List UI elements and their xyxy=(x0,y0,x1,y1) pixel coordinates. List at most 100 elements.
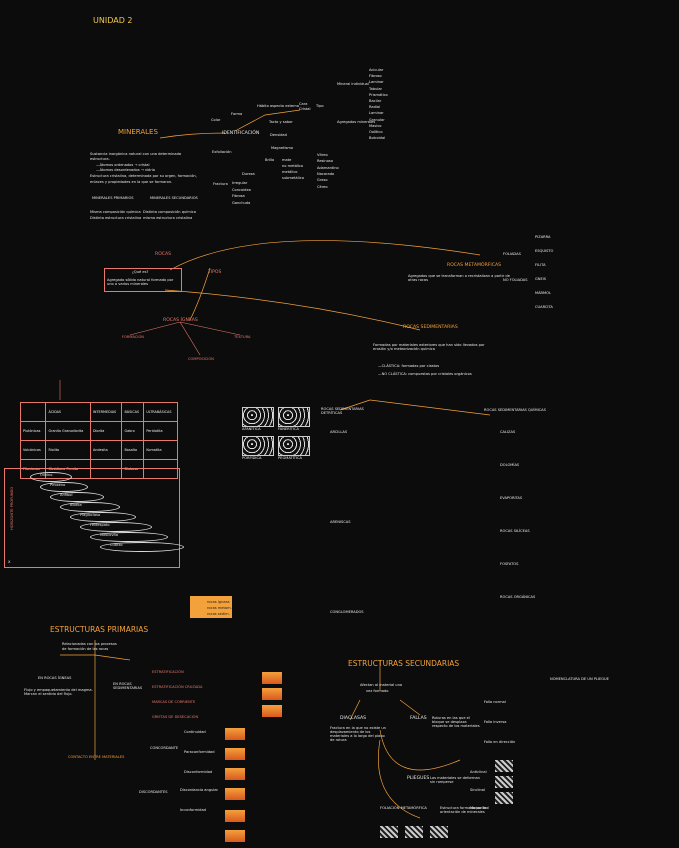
habito-tipo: Tipo xyxy=(316,104,324,108)
minerales-def-5: enlaces y propiedades en la que se forma… xyxy=(90,180,173,184)
table-cell xyxy=(143,459,178,479)
prop-brillo: Brillo xyxy=(265,158,275,162)
bowen-ellipse xyxy=(100,542,184,552)
strata-graphic xyxy=(262,705,282,717)
chemical-item: ROCAS SILÍCEAS xyxy=(500,529,530,533)
ig-col-formacion: FORMACIÓN xyxy=(122,335,144,339)
fault-type: Falla en dirección xyxy=(484,740,516,744)
es-foliacion: FOLIACIÓN METAMÓRFICA xyxy=(380,806,427,810)
table-cell: Basalto xyxy=(121,440,145,460)
habito-list-item: Radial xyxy=(369,105,381,110)
bowen-ellipse xyxy=(30,472,72,482)
strat-item: ESTRATIFICACIÓN CRUZADA xyxy=(152,685,203,689)
legend-2: rocas sedim. xyxy=(207,612,230,616)
hab-group-1: Agregados minerales xyxy=(337,120,376,124)
es-pliegues-def: Los materiales se deforman sin romperse xyxy=(430,776,480,785)
minerales-def-4: Estructura cristalina, determinada por s… xyxy=(90,174,197,178)
es-title: ESTRUCTURAS SECUNDARIAS xyxy=(348,659,460,668)
rocas-sed-title: ROCAS SEDIMENTARIAS xyxy=(403,325,458,330)
ep-contactos: CONTACTO ENTRE MATERIALES xyxy=(68,755,125,759)
meta-rock-item: PIZARRA xyxy=(535,235,551,239)
minerales-def-2: —Átomos ordenados → cristal xyxy=(96,163,150,167)
strata-graphic xyxy=(225,830,245,842)
mineral-type-primary-desc2: Distinta estructura cristalina xyxy=(90,216,142,220)
habito-list-item: Botroidal xyxy=(369,136,386,141)
table-cell: Gabro xyxy=(121,421,145,441)
prop-fractura: Fractura xyxy=(213,182,228,186)
meta-rock-item: GNEIS xyxy=(535,277,547,281)
brillo-list-item: Céreo xyxy=(317,184,328,189)
table-header-cell: BÁSICAS xyxy=(121,402,145,422)
texture-label: PEGMATÍTICA xyxy=(278,456,302,460)
table-cell: Granito Granodiorita xyxy=(45,421,91,441)
sed-class-1: —NO CLÁSTICA: compuestas por cristales o… xyxy=(378,372,472,376)
table-header-cell xyxy=(19,402,47,422)
structure-graphic xyxy=(495,792,513,804)
ep-sed-title: EN ROCAS SEDIMENTARIAS xyxy=(113,682,143,691)
table-header-cell: INTERMEDIAS xyxy=(89,402,123,422)
table-cell: Diorita xyxy=(89,421,123,441)
structure-graphic xyxy=(430,826,448,838)
fractura-item: Fibrosa xyxy=(232,194,245,198)
texture-label: AFANÍTICA xyxy=(242,427,261,431)
rocas-sed-def: Formadas por materiales exteriores que h… xyxy=(373,343,485,352)
bowen-mineral: Feldespato xyxy=(90,523,110,527)
texture-swatch xyxy=(278,407,310,427)
fault-type: Falla inversa xyxy=(484,720,507,724)
concordant-item: Continuidad xyxy=(184,730,206,734)
ep-discordantes: DISCORDANTES xyxy=(139,790,168,794)
hab-group-0: Mineral individual xyxy=(337,82,369,86)
minerales-title: MINERALES xyxy=(118,128,158,136)
meta-rock-item: FILITA xyxy=(535,263,546,267)
habito-cristal: Cristal xyxy=(299,107,311,111)
table-header-row: ÁCIDAS INTERMEDIAS BÁSICAS ULTRABÁSICAS xyxy=(19,402,178,422)
rocas-def: Agregado sólido natural formado por uno … xyxy=(107,278,174,287)
habito-list-item: Laminar xyxy=(369,111,384,116)
minerales-def-0: Sustancia inorgánica natural con una det… xyxy=(90,152,182,156)
ig-col-textura: TEXTURA xyxy=(234,335,251,339)
structure-graphic xyxy=(495,776,513,788)
table-cell: Andesita xyxy=(89,440,123,460)
sed-class-0: —CLÁSTICA: formadas por clastos xyxy=(378,364,440,368)
prop-dureza: Dureza xyxy=(242,172,255,176)
habito-list-item: Laminar xyxy=(369,80,384,85)
brillo-list-item: Nacarado xyxy=(317,171,335,176)
fractura-item: Concoidea xyxy=(232,187,251,192)
brillo-list-item: Adamantino xyxy=(317,165,339,170)
rocas-title: ROCAS xyxy=(155,252,172,257)
table-cell: Diabasa xyxy=(121,459,145,479)
fold-type: Monoclinal xyxy=(470,806,490,810)
strata-graphic xyxy=(225,810,245,822)
brillo-type: no metálico xyxy=(282,164,304,168)
tipos-label: TIPOS xyxy=(208,270,222,275)
meta-rock-item: CUARCITA xyxy=(535,305,553,309)
texture-label: FANERÍTICA xyxy=(278,427,299,431)
table-cell: Komatita xyxy=(143,440,178,460)
table-cell: Volcánicas xyxy=(19,440,47,460)
chemical-item: FOSFATOS xyxy=(500,562,519,566)
ig-col-composicion: COMPOSICIÓN xyxy=(188,357,214,361)
es-fallas: FALLAS xyxy=(410,716,427,721)
fractura-item: Irregular xyxy=(232,181,248,185)
prop-color: Color xyxy=(211,118,221,122)
structure-graphic xyxy=(405,826,423,838)
detritic-item: ARCILLAS xyxy=(330,430,348,434)
unit-title: UNIDAD 2 xyxy=(93,16,133,25)
mineral-type-primary-desc: Misma composición química xyxy=(90,210,141,214)
ep-def-0: Relacionadas con los procesos xyxy=(62,642,117,646)
chemical-item: EVAPORITAS xyxy=(500,496,523,500)
identificacion-label: IDENTIFICACIÓN xyxy=(222,131,260,136)
bowen-mineral: Moscovita xyxy=(100,533,119,537)
habito-list-item: Prismático xyxy=(369,92,388,97)
habito-list-item: Acicular xyxy=(369,68,384,72)
bowen-mineral: Plagioclasa xyxy=(80,513,101,517)
bowen-ellipse xyxy=(50,492,104,502)
chemical-item: DOLOMÍAS xyxy=(500,463,520,467)
ep-title: ESTRUCTURAS PRIMARIAS xyxy=(50,625,149,634)
brillo-type: submetálico xyxy=(282,176,304,180)
brillo-type: mate xyxy=(282,158,292,162)
chemical-item: CALIZAS xyxy=(500,430,516,434)
bowen-ellipse xyxy=(60,502,120,512)
rocas-igneas-title: ROCAS ÍGNEAS xyxy=(163,318,198,323)
